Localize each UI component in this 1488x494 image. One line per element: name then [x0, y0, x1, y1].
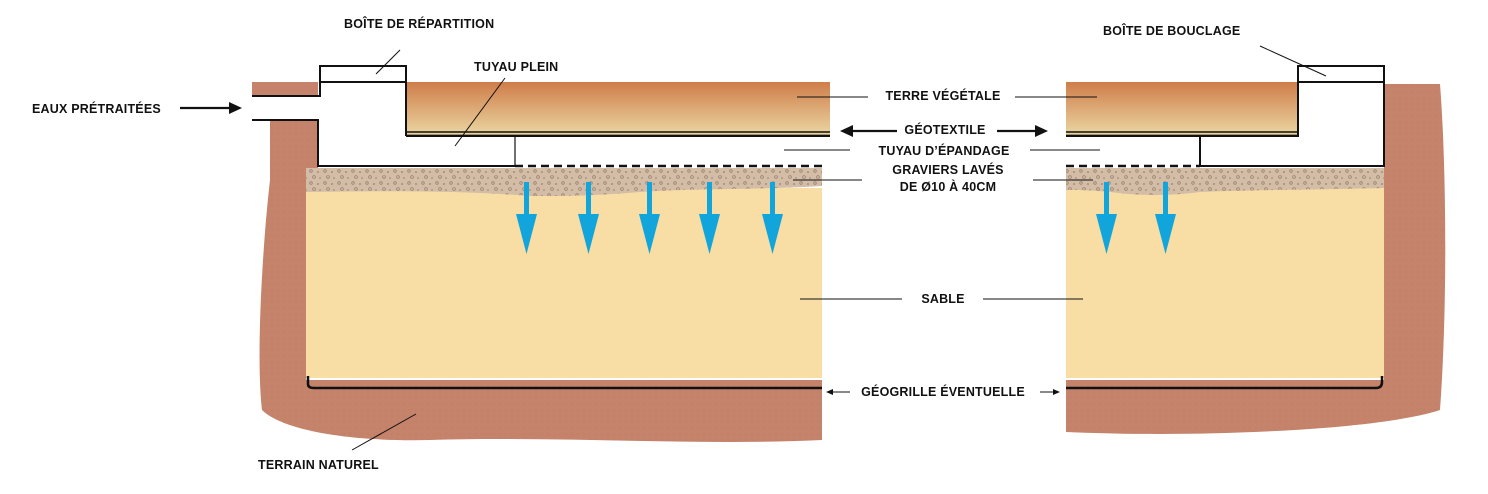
label-tuyau-plein: TUYAU PLEIN: [474, 60, 559, 74]
label-eaux-pretraitees: EAUX PRÉTRAITÉES: [32, 102, 161, 116]
label-terre-vegetale: TERRE VÉGÉTALE: [885, 89, 1001, 103]
water-arrow-7: [1155, 182, 1176, 254]
label-sable: SABLE: [921, 292, 965, 306]
water-arrow-1: [516, 182, 537, 254]
label-terrain-naturel: TERRAIN NATUREL: [258, 458, 379, 472]
label-tuyau-epandage: TUYAU D’ÉPANDAGE: [878, 144, 1010, 158]
terrain-naturel-right: [1066, 84, 1446, 434]
label-boite-repartition: BOÎTE DE RÉPARTITION: [344, 17, 495, 31]
water-arrow-2: [578, 182, 599, 254]
water-arrow-5: [762, 182, 783, 254]
label-boite-bouclage: BOÎTE DE BOUCLAGE: [1103, 24, 1241, 38]
graviers-left: [306, 168, 822, 196]
water-arrow-4: [699, 182, 720, 254]
label-geogrille: GÉOGRILLE ÉVENTUELLE: [861, 385, 1025, 399]
graviers-right: [1066, 168, 1384, 195]
sable-left: [306, 188, 822, 378]
terre-vegetale-right: [1066, 82, 1298, 135]
water-arrow-3: [639, 182, 660, 254]
label-graviers-line1: GRAVIERS LAVÉS: [892, 163, 1004, 177]
terrain-naturel-left: [252, 82, 318, 96]
terre-vegetale-left: [406, 82, 830, 135]
water-arrow-6: [1096, 182, 1117, 254]
label-graviers-line2: DE Ø10 À 40CM: [899, 180, 997, 194]
sable-right: [1066, 188, 1384, 378]
label-geotextile: GÉOTEXTILE: [904, 123, 986, 137]
